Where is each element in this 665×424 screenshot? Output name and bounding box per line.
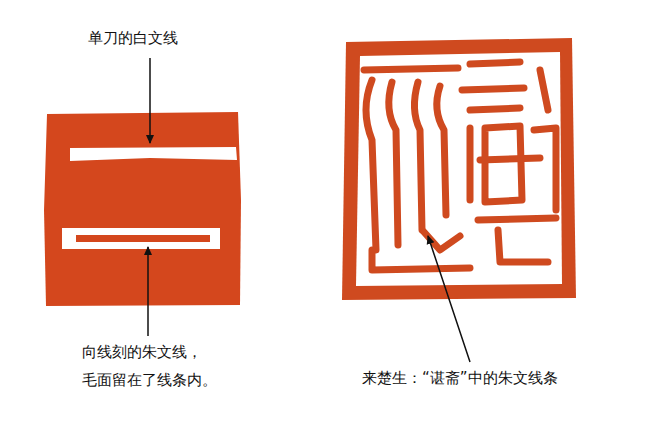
annotation-label: 来楚生：“谌斋”中的朱文线条	[362, 364, 558, 392]
red-line	[76, 235, 210, 242]
white-line	[70, 147, 237, 161]
right-seal	[342, 38, 576, 300]
leader-arrow	[147, 247, 149, 336]
white-band	[62, 228, 220, 249]
leader-arrow	[428, 236, 470, 362]
annotation-label: 向线刻的朱文线， 毛面留在了线条内。	[82, 338, 217, 394]
annotation-label: 单刀的白文线	[88, 24, 178, 52]
left-seal	[44, 112, 241, 306]
leader-arrow	[149, 58, 151, 143]
